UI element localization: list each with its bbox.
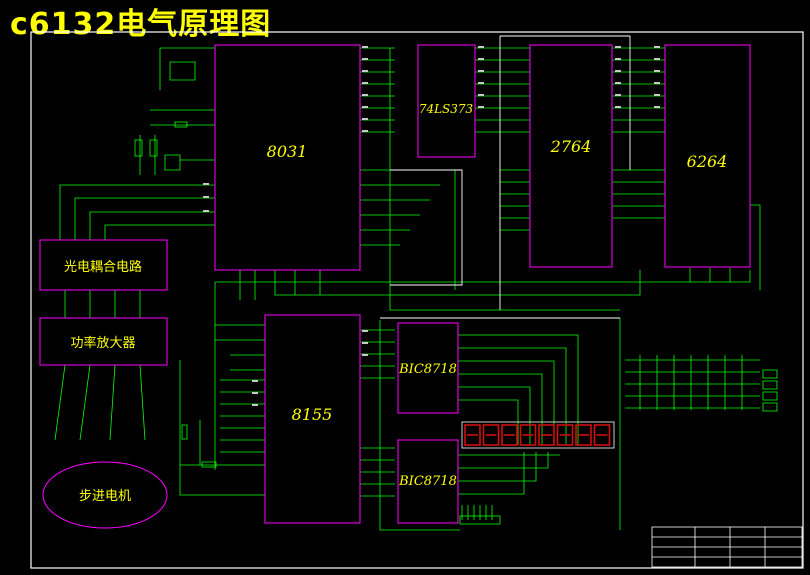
led-digit — [501, 424, 518, 446]
chip-label-6264: 6264 — [687, 152, 728, 171]
block-power-amplifier: 功率放大器 — [39, 317, 168, 366]
led-digit — [464, 424, 481, 446]
chip-6264: 6264 — [664, 44, 751, 268]
pin-markers — [203, 46, 660, 406]
led-display — [461, 421, 615, 449]
drawing-title: c6132电气原理图 — [10, 7, 272, 42]
chip-bic8718-top: BIC8718 — [397, 322, 459, 414]
chip-label-2764: 2764 — [550, 137, 592, 156]
led-digit — [593, 424, 611, 446]
wires — [54, 47, 761, 531]
chip-label-8031: 8031 — [267, 142, 308, 161]
block-label-power-amplifier: 功率放大器 — [70, 335, 135, 351]
block-stepper-motor: 步进电机 — [42, 461, 168, 529]
chip-label-8155: 8155 — [292, 405, 333, 424]
chip-bic8718-bottom: BIC8718 — [397, 439, 459, 524]
block-photocoupler: 光电耦合电路 — [39, 239, 168, 291]
passive-components — [134, 121, 778, 525]
title-block — [651, 526, 803, 568]
bus-lines — [380, 35, 631, 319]
chip-label-74ls373: 74LS373 — [419, 102, 474, 116]
led-digit — [575, 424, 592, 446]
block-label-stepper-motor: 步进电机 — [79, 489, 131, 504]
chip-label-bic8718-top: BIC8718 — [398, 362, 457, 377]
block-label-photocoupler: 光电耦合电路 — [64, 259, 142, 275]
chip-8155: 8155 — [264, 314, 361, 524]
chip-8031: 8031 — [214, 44, 361, 271]
chip-label-bic8718-bottom: BIC8718 — [398, 474, 457, 489]
led-digit — [519, 424, 537, 446]
chip-2764: 2764 — [529, 44, 613, 268]
drawing-frame — [30, 31, 804, 569]
chip-74ls373: 74LS373 — [417, 44, 476, 158]
led-digit — [538, 424, 555, 446]
led-digit — [556, 424, 574, 446]
led-digit — [482, 424, 500, 446]
